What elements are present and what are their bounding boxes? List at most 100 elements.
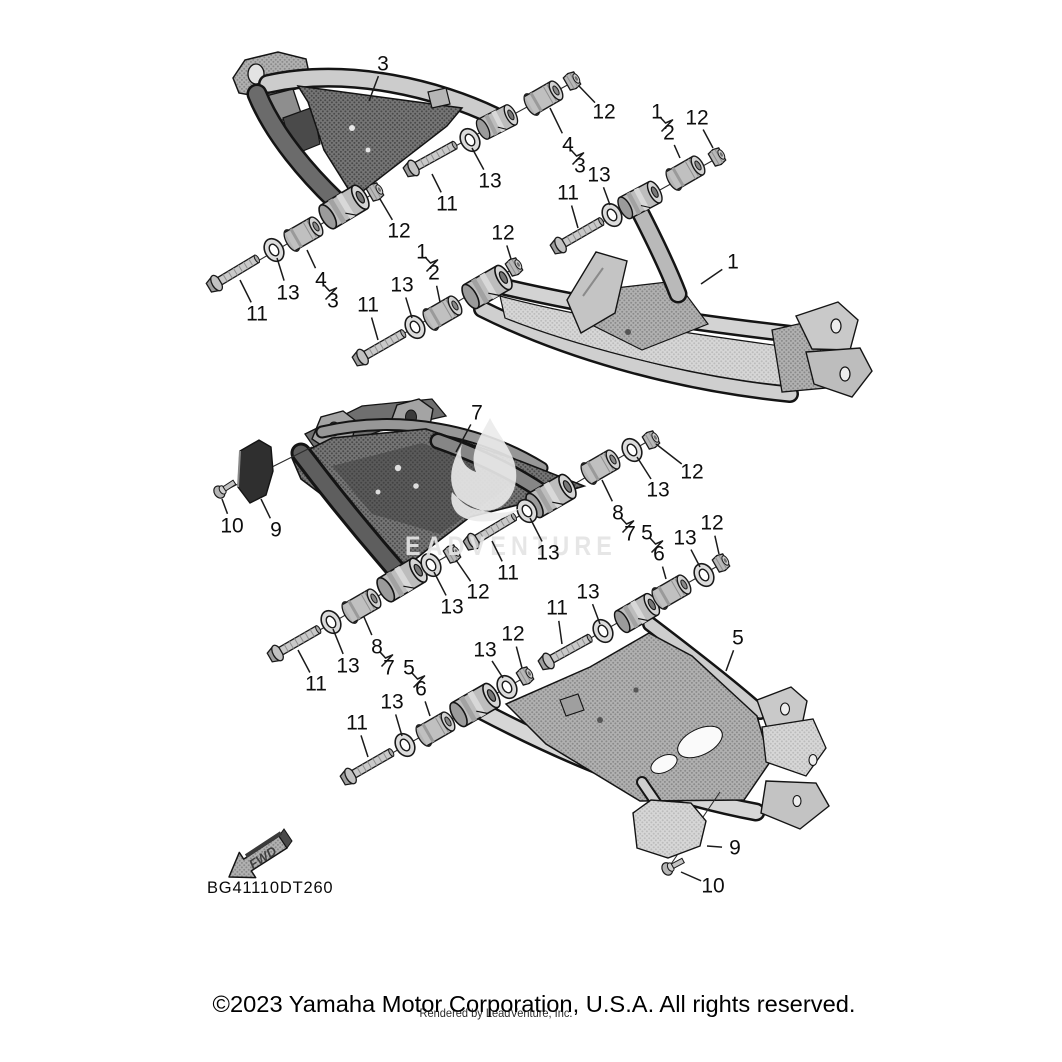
leader-line: [570, 205, 579, 229]
leader-line: [655, 443, 683, 465]
leader-line: [601, 479, 614, 502]
bolt-icon: [547, 212, 608, 258]
upper-right-arm: [459, 179, 873, 403]
leader-line: [491, 660, 504, 679]
callout-label-13: 13: [380, 691, 403, 714]
mud-guard-plate-bottom: [632, 799, 707, 859]
leader-line: [297, 649, 311, 673]
callout-label-4: 4: [315, 269, 327, 292]
callout-layer: 3121311121311121131112131179101213131112…: [220, 53, 744, 898]
callout-label-13: 13: [646, 479, 669, 502]
callout-label-11: 11: [546, 597, 568, 620]
leader-line: [471, 147, 485, 170]
bushing-icon: [337, 584, 386, 628]
leader-line: [673, 144, 681, 159]
nut-icon: [640, 428, 663, 452]
callout-label-10: 10: [701, 875, 724, 898]
group-bracket: [411, 672, 426, 689]
leader-line: [578, 85, 596, 104]
bolt-icon: [535, 629, 596, 674]
bolt-icon: [264, 620, 325, 666]
callout-label-12: 12: [491, 222, 514, 245]
nut-icon: [706, 145, 729, 169]
leader-line: [549, 107, 563, 134]
lower-right-arm: [447, 591, 830, 830]
callout-label-12: 12: [501, 623, 524, 646]
callout-label-12: 12: [387, 220, 410, 243]
callout-label-5: 5: [403, 657, 415, 680]
callout-label-13: 13: [478, 170, 501, 193]
callout-label-12: 12: [700, 512, 723, 535]
leader-line: [239, 279, 252, 303]
washer-icon: [588, 615, 618, 647]
callout-label-2: 2: [428, 262, 440, 285]
leader-line: [515, 646, 523, 669]
callout-label-12: 12: [680, 461, 703, 484]
screw-icon: [210, 476, 239, 501]
leader-line: [602, 186, 611, 206]
callout-label-12: 12: [466, 581, 489, 604]
callout-label-2: 2: [663, 122, 675, 145]
leader-line: [455, 424, 472, 453]
leader-line: [332, 628, 344, 655]
callout-label-11: 11: [305, 673, 327, 696]
callout-label-11: 11: [436, 193, 458, 216]
leader-line: [558, 620, 563, 645]
leader-line: [424, 701, 431, 717]
leader-line: [306, 249, 317, 269]
bushing-icon: [661, 151, 710, 195]
bolt-icon: [349, 324, 410, 370]
upper-left-arm: [232, 51, 520, 231]
callout-label-10: 10: [220, 515, 243, 538]
group-bracket: [379, 651, 394, 668]
leader-line: [506, 245, 512, 260]
washer-icon: [617, 434, 647, 466]
watermark-flame-icon: [451, 418, 520, 522]
leader-line: [690, 549, 701, 568]
nut-icon: [710, 551, 733, 575]
callout-label-5: 5: [641, 522, 653, 545]
callout-label-11: 11: [497, 562, 519, 585]
callout-label-1: 1: [651, 101, 663, 124]
washer-icon: [689, 559, 719, 591]
leader-line: [368, 75, 380, 102]
callout-label-7: 7: [471, 402, 483, 425]
leader-line: [221, 498, 229, 515]
leader-line: [714, 535, 720, 555]
callout-label-11: 11: [346, 712, 368, 735]
callout-label-11: 11: [557, 182, 579, 205]
callout-label-11: 11: [357, 294, 379, 317]
callout-label-13: 13: [390, 274, 413, 297]
leader-line: [363, 616, 373, 636]
bolt-icon: [203, 249, 264, 296]
group-bracket: [424, 256, 439, 273]
screw-icon: [659, 854, 687, 878]
nut-icon: [561, 69, 584, 93]
copyright-text: ©2023 Yamaha Motor Corporation, U.S.A. A…: [213, 991, 856, 1017]
callout-label-7: 7: [624, 523, 636, 546]
leader-line: [379, 198, 394, 221]
callout-label-1: 1: [416, 241, 428, 264]
bushing-icon: [279, 212, 328, 256]
callout-label-13: 13: [473, 639, 496, 662]
leader-line: [591, 603, 601, 625]
callout-label-13: 13: [336, 655, 359, 678]
callout-label-6: 6: [415, 678, 427, 701]
leader-line: [433, 571, 447, 596]
callout-label-9: 9: [729, 837, 741, 860]
leader-line: [405, 297, 413, 319]
group-bracket: [649, 537, 664, 554]
leader-line: [700, 268, 723, 285]
nut-icon: [514, 664, 537, 688]
leader-line: [706, 845, 723, 848]
bushing-icon: [576, 445, 625, 489]
leader-line: [435, 285, 441, 303]
fwd-arrow-icon: FWD: [228, 828, 293, 879]
callout-label-5: 5: [732, 627, 744, 650]
bushing-icon: [519, 76, 568, 120]
callout-label-13: 13: [587, 164, 610, 187]
bolt-icon: [337, 743, 398, 789]
watermark: EADVENTURE: [405, 418, 611, 561]
